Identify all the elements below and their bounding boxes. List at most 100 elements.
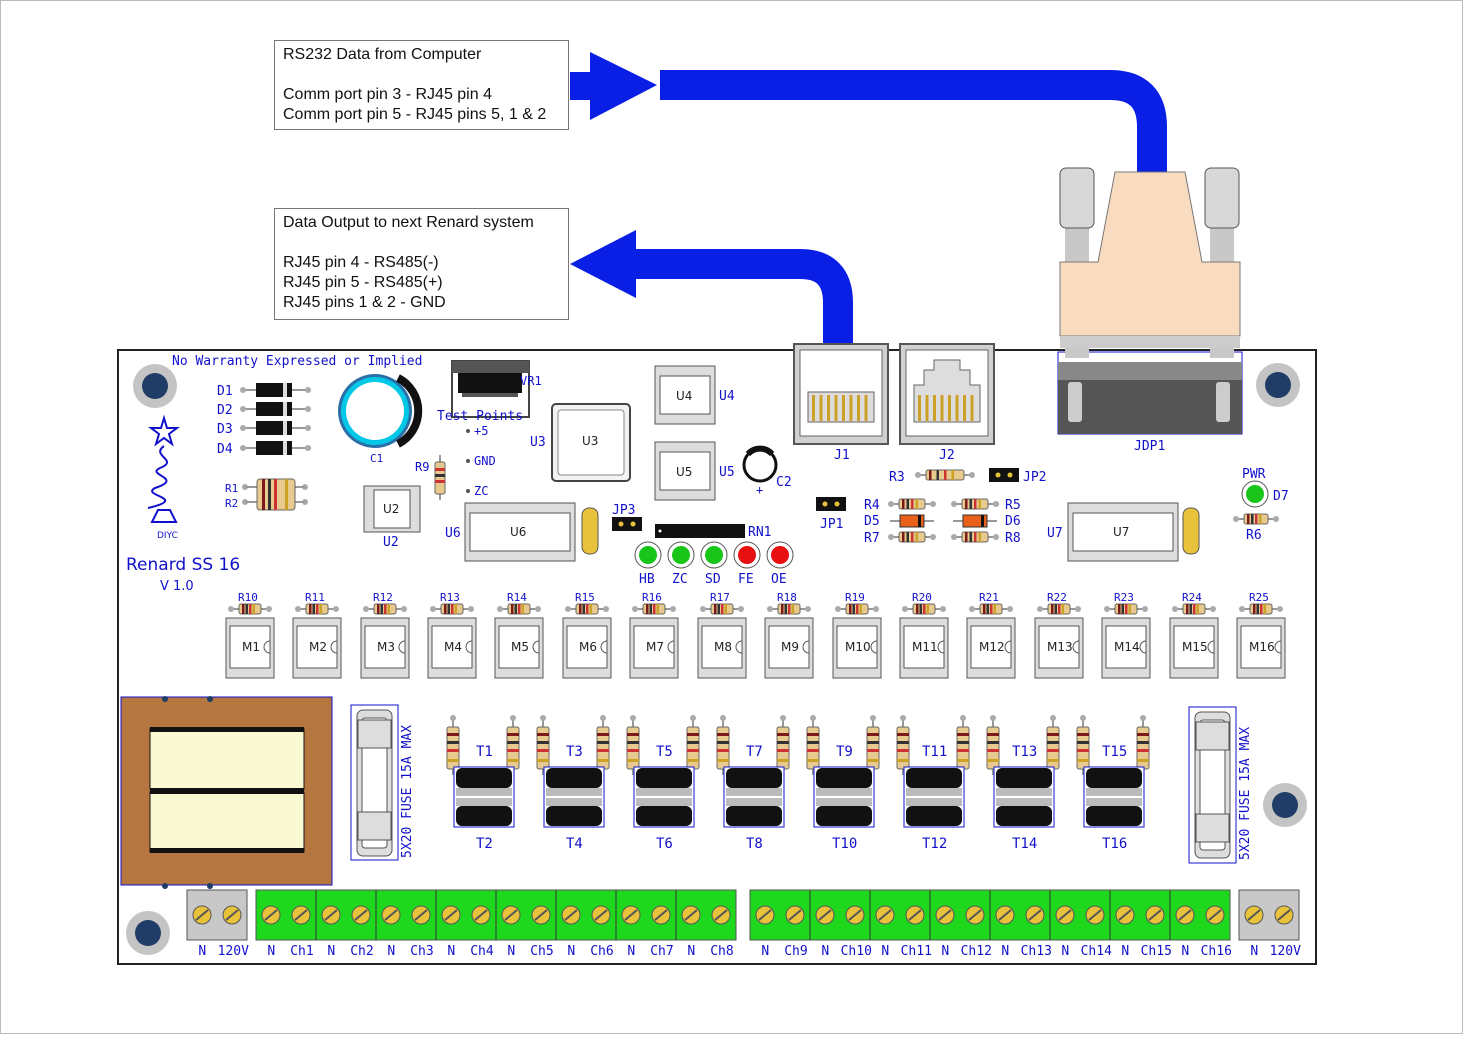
channel-terminals-1-8 — [255, 889, 737, 941]
resistor-label: R16 — [642, 591, 662, 604]
opto-m9 — [764, 617, 814, 679]
u6-chip-label: U6 — [510, 525, 526, 539]
diode-d4 — [240, 441, 311, 455]
triac-label-t4: T4 — [566, 836, 583, 852]
resistor-r22 — [1037, 603, 1081, 615]
triac-pair-6 — [896, 715, 970, 828]
fuse-left — [350, 704, 399, 861]
triac-pair-3 — [626, 715, 700, 828]
jp1-label: JP1 — [820, 517, 843, 532]
opto-label: M9 — [781, 640, 799, 654]
u5-label: U5 — [719, 465, 735, 480]
r4-label: R4 — [864, 498, 880, 513]
terminal-label: Ch3 — [410, 944, 433, 959]
resistor-r15 — [565, 603, 609, 615]
opto-label: M14 — [1114, 640, 1140, 654]
input-callout-title: RS232 Data from Computer — [283, 46, 482, 63]
c1-label: C1 — [370, 452, 383, 465]
opto-label: M15 — [1182, 640, 1208, 654]
led-label-fe: FE — [738, 572, 754, 587]
terminal-label: N — [1250, 944, 1258, 959]
jp3-jumper — [612, 517, 642, 531]
terminal-label: Ch1 — [290, 944, 313, 959]
r5-resistor — [951, 498, 999, 510]
led-label-hb: HB — [639, 572, 655, 587]
opto-m5 — [494, 617, 544, 679]
u3-chip — [551, 403, 631, 482]
resistor-label: R13 — [440, 591, 460, 604]
u7-chip-label: U7 — [1113, 525, 1129, 539]
opto-label: M3 — [377, 640, 395, 654]
r8-resistor — [951, 531, 999, 543]
triac-label-t2: T2 — [476, 836, 493, 852]
u4-label: U4 — [719, 389, 735, 404]
led-label-oe: OE — [771, 572, 787, 587]
tp-5v: +5 — [474, 424, 488, 438]
fuse-right — [1188, 706, 1237, 864]
u5-chip-label: U5 — [676, 465, 692, 479]
terminal-label: N — [941, 944, 949, 959]
terminal-label: N — [567, 944, 575, 959]
opto-label: M1 — [242, 640, 260, 654]
resistor-label: R11 — [305, 591, 325, 604]
u4-chip — [654, 365, 716, 425]
d6-label: D6 — [1005, 514, 1021, 529]
opto-m16 — [1236, 617, 1286, 679]
resistor-label: R23 — [1114, 591, 1134, 604]
led-sd — [700, 541, 728, 569]
r3-resistor — [915, 469, 975, 481]
c2-capacitor — [742, 445, 778, 483]
j1-label: J1 — [834, 448, 850, 463]
d3-label: D3 — [217, 422, 233, 437]
resistor-r11 — [295, 603, 339, 615]
opto-row: R10M1R11M2R12M3R13M4R14M5R15M6R16M7R17M8… — [225, 591, 1286, 679]
terminal-label: Ch8 — [710, 944, 733, 959]
u6-chip — [464, 502, 576, 562]
terminal-label: Ch5 — [530, 944, 553, 959]
jp3-label: JP3 — [612, 503, 635, 518]
terminal-label: N — [507, 944, 515, 959]
output-callout: Data Output to next Renard system RJ45 p… — [274, 208, 569, 320]
diode-d2 — [240, 402, 311, 416]
terminal-label: Ch14 — [1081, 944, 1112, 959]
resistor-label: R15 — [575, 591, 595, 604]
triac-label-t15: T15 — [1102, 744, 1127, 760]
r1-r2-resistors — [242, 478, 308, 511]
resistor-label: R18 — [777, 591, 797, 604]
u3-chip-label: U3 — [582, 434, 598, 448]
resistor-label: R12 — [373, 591, 393, 604]
jdp1-db9-connector — [1057, 167, 1243, 435]
test-points-label: Test Points — [437, 409, 523, 424]
rn1-resistor-network — [655, 524, 745, 538]
resistor-label: R20 — [912, 591, 932, 604]
d6-diode — [953, 514, 997, 528]
resistor-label: R10 — [238, 591, 258, 604]
r7-label: R7 — [864, 531, 880, 546]
mounting-hole-icon — [126, 363, 1307, 955]
triac-label-t9: T9 — [836, 744, 853, 760]
opto-label: M4 — [444, 640, 462, 654]
u6-crystal — [581, 507, 599, 555]
resistor-r18 — [767, 603, 811, 615]
r4-resistor — [888, 498, 936, 510]
diode-array — [240, 383, 311, 455]
terminal-label: N — [267, 944, 275, 959]
resistor-r20 — [902, 603, 946, 615]
resistor-r17 — [700, 603, 744, 615]
terminal-label: Ch13 — [1021, 944, 1052, 959]
opto-m6 — [562, 617, 612, 679]
triac-pair-4 — [716, 715, 790, 828]
j2-label: J2 — [939, 448, 955, 463]
fuse-right-label: 5X20 FUSE 15A MAX — [1238, 727, 1253, 860]
output-callout-title: Data Output to next Renard system — [283, 214, 534, 231]
resistor-r24 — [1172, 603, 1216, 615]
rn1-label: RN1 — [748, 525, 771, 540]
opto-label: M11 — [912, 640, 938, 654]
tp-gnd: GND — [474, 454, 496, 468]
input-callout-line2: Comm port pin 5 - RJ45 pins 5, 1 & 2 — [283, 106, 547, 123]
u4-chip-label: U4 — [676, 389, 692, 403]
opto-label: M8 — [714, 640, 732, 654]
channel-terminals-9-16 — [749, 889, 1231, 941]
terminal-label: Ch10 — [841, 944, 872, 959]
